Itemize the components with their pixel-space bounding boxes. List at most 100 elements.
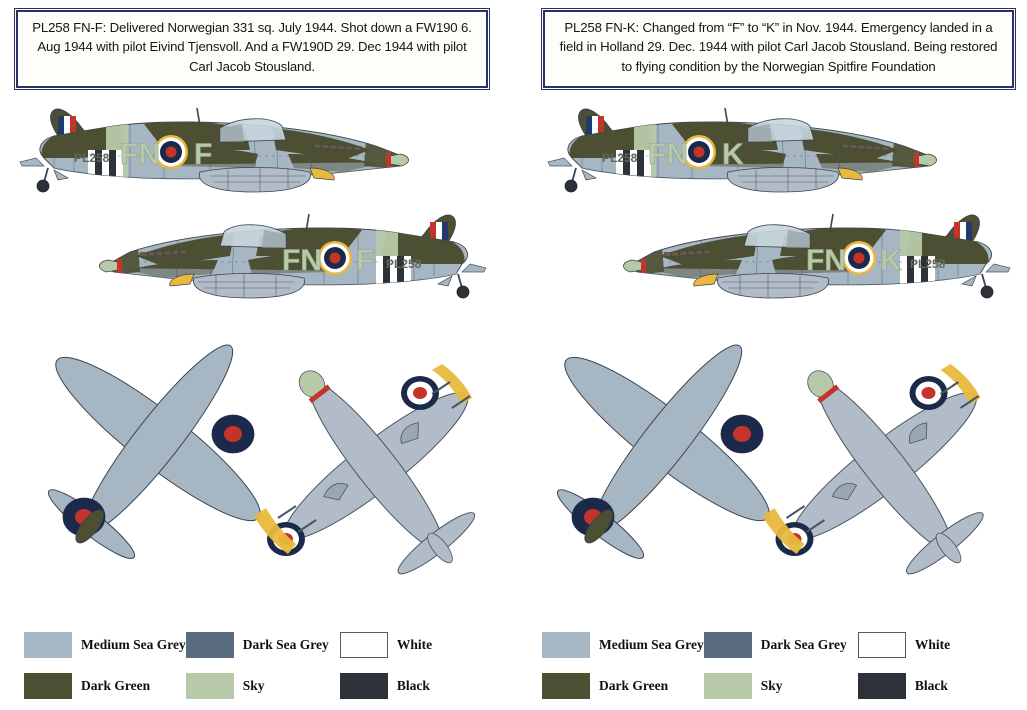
serial-number: PL258	[386, 257, 422, 271]
legend-item: Dark Sea Grey	[185, 631, 340, 658]
rudder	[427, 532, 453, 564]
code-right-letter: F	[356, 244, 374, 277]
color-legend-right: Medium Sea Grey Dark Sea Grey White Dark…	[542, 624, 1012, 706]
serial-number: PL258	[910, 257, 946, 271]
legend-label: Sky	[242, 677, 265, 693]
wheel-wells	[323, 422, 419, 501]
view-lower-plan-left	[246, 346, 511, 591]
spinner	[99, 259, 119, 273]
leading-edge-yellow	[762, 364, 981, 554]
swatch-medium-sea-grey	[542, 631, 590, 658]
fuselage-codes: FN K	[648, 138, 745, 172]
aerial-mast	[724, 107, 729, 127]
wing-panel-lines	[738, 168, 834, 192]
legend-item: White	[857, 631, 1012, 658]
fuselage-codes: FN K	[806, 244, 903, 278]
airframe	[283, 381, 476, 575]
caption-box-right: PL258 FN-K: Changed from “F” to “K” in N…	[541, 8, 1016, 90]
fuselage-codes: FN F	[282, 244, 375, 278]
legend-label: Dark Sea Grey	[760, 636, 847, 652]
fuselage-roundel	[682, 135, 716, 169]
legend-label: Black	[914, 677, 948, 693]
swatch-dark-sea-grey	[185, 631, 234, 658]
legend-item: Black	[857, 672, 1012, 699]
cannon-barrels	[277, 381, 471, 533]
fuselage-roundel	[154, 135, 188, 169]
panel-left-fn-f: PL258 FN-F: Delivered Norwegian 331 sq. …	[0, 0, 513, 710]
wing-panel-lines	[722, 274, 818, 298]
wing-leading-edge-yellow	[837, 167, 863, 181]
swatch-dark-green	[542, 672, 590, 699]
swatch-black	[339, 672, 388, 699]
fin-top-view	[75, 509, 104, 544]
prop-red-band	[914, 153, 919, 167]
view-starboard-side-profile-right: FN K PL258	[623, 213, 1022, 314]
spinner	[917, 153, 937, 167]
spinner	[389, 153, 409, 167]
caption-text-left: PL258 FN-F: Delivered Norwegian 331 sq. …	[32, 20, 472, 74]
wing-leading-edge-yellow	[309, 167, 335, 181]
code-left-letters: FN	[282, 244, 322, 277]
canopy-rear-frame	[262, 230, 286, 248]
serial-number: PL258	[74, 151, 110, 165]
upper-wing-roundel-starboard	[720, 414, 764, 454]
view-upper-plan-right	[522, 304, 812, 574]
fuselage-roundel	[318, 241, 352, 275]
spinner	[623, 259, 643, 273]
code-right-letter: K	[722, 138, 744, 171]
aerial-mast	[305, 213, 310, 233]
code-right-letter: F	[194, 138, 212, 171]
legend-item: Medium Sea Grey	[24, 631, 186, 658]
fuselage-roundel	[842, 241, 876, 275]
leading-edge-yellow	[254, 364, 472, 554]
lower-wing-roundel-starboard	[401, 376, 439, 410]
spinner-nose	[298, 370, 331, 404]
wing-panel-lines	[198, 274, 294, 298]
legend-label: White	[396, 636, 433, 652]
landing-gear	[36, 167, 69, 193]
wing-leading-edge-yellow	[169, 273, 195, 287]
view-starboard-side-profile-left: FN F PL258	[99, 213, 488, 314]
wing-underside	[193, 273, 305, 299]
legend-label: Dark Green	[81, 677, 151, 693]
swatch-medium-sea-grey	[24, 631, 72, 658]
code-right-letter: K	[880, 244, 902, 277]
caption-box-left: PL258 FN-F: Delivered Norwegian 331 sq. …	[14, 8, 490, 90]
wing-underside	[727, 167, 839, 193]
panel-right-fn-k: PL258 FN-K: Changed from “F” to “K” in N…	[514, 0, 1027, 710]
fin-flash	[954, 222, 972, 244]
view-port-side-profile-right: FN K PL258	[542, 106, 942, 206]
code-left-letters: FN	[806, 244, 846, 277]
swatch-white	[339, 631, 388, 658]
wing-leading-edge-yellow	[693, 273, 719, 287]
view-port-side-profile-left: FN F PL258	[14, 106, 414, 206]
legend-item: Medium Sea Grey	[542, 631, 704, 658]
legend-item: Sky	[703, 672, 858, 699]
swatch-dark-green	[24, 672, 72, 699]
horizontal-tailplane	[547, 157, 573, 167]
airframe	[792, 381, 984, 575]
view-lower-plan-right	[752, 346, 1022, 591]
fin-flash	[430, 222, 448, 244]
spinner-nose	[807, 370, 840, 404]
fin-flash	[58, 116, 76, 138]
swatch-black	[857, 672, 906, 699]
horizontal-tailplane	[461, 263, 487, 273]
prop-red-band	[386, 153, 391, 167]
canopy-rear-frame	[786, 230, 810, 248]
horizontal-tailplane	[19, 157, 45, 167]
legend-item: Black	[339, 672, 494, 699]
cannon-barrels	[785, 381, 980, 533]
prop-red-band	[641, 259, 646, 273]
wheel-wells	[831, 422, 928, 501]
lower-wing-roundel-starboard	[909, 376, 948, 410]
landing-gear	[564, 167, 597, 193]
fuselage-codes: FN F	[120, 138, 213, 172]
prop-red-band	[117, 259, 122, 273]
horizontal-tailplane	[985, 263, 1011, 273]
view-upper-plan-left	[18, 304, 298, 574]
swatch-white	[857, 631, 906, 658]
artwork-right: FN K PL258	[514, 96, 1027, 596]
canopy-rear-frame	[748, 124, 772, 142]
